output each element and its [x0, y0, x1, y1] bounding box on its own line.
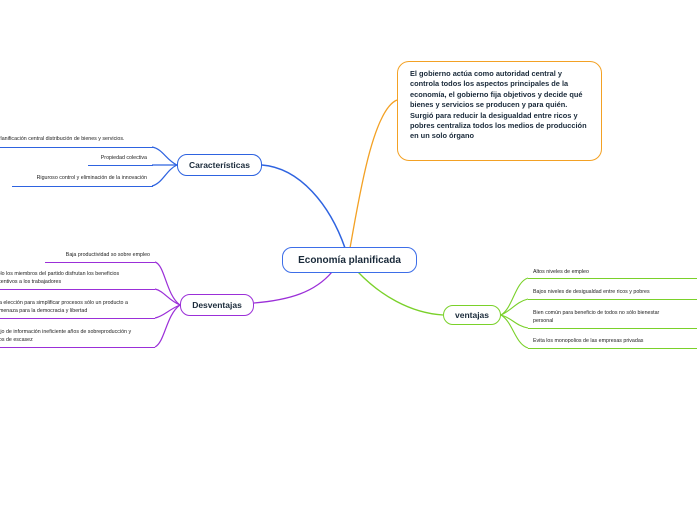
desventajas-label: Desventajas	[192, 300, 242, 310]
central-topic[interactable]: Economía planificada	[282, 247, 417, 273]
ventajas-topic[interactable]: ventajas	[443, 305, 501, 325]
desventajas-item-3-underline	[0, 318, 155, 319]
caracteristicas-item-1[interactable]: Planificación central distribución de bi…	[0, 136, 125, 142]
caracteristicas-topic[interactable]: Características	[177, 154, 262, 176]
desventajas-item-4-underline	[0, 347, 155, 348]
ventajas-item-1-underline	[528, 278, 697, 279]
link-desventajas-item-2	[154, 288, 181, 306]
caracteristicas-item-2[interactable]: Propiedad colectiva	[100, 155, 147, 161]
caracteristicas-item-2-underline	[88, 165, 153, 166]
desventajas-item-2[interactable]: Sólo los miembros del partido disfrutan …	[0, 271, 120, 285]
caracteristicas-item-3[interactable]: Riguroso control y eliminación de la inn…	[36, 175, 147, 181]
link-ventajas-item-1	[500, 277, 529, 316]
link-caracteristicas-item-3	[151, 164, 178, 187]
link-ventajas-item-3	[500, 314, 529, 329]
ventajas-item-4-underline	[528, 348, 697, 349]
link-desventajas-item-1	[154, 261, 181, 306]
ventajas-item-2[interactable]: Bajos niveles de desigualdad entre ricos…	[533, 289, 650, 295]
link-ventajas-item-2	[500, 298, 529, 316]
link-desventajas-item-4	[154, 304, 181, 348]
desventajas-item-2-underline	[0, 289, 155, 290]
ventajas-item-4[interactable]: Evita los monopolios de las empresas pri…	[533, 338, 644, 344]
ventajas-item-3[interactable]: Bien común para beneficio de todos no só…	[533, 310, 660, 324]
desventajas-item-3[interactable]: La elección para simplificar procesos só…	[0, 300, 128, 314]
caracteristicas-label: Características	[189, 160, 250, 170]
ventajas-item-3-underline	[528, 328, 697, 329]
ventajas-label: ventajas	[454, 310, 490, 320]
central-topic-label: Economía planificada	[298, 254, 401, 266]
link-central-desventajas	[253, 271, 333, 304]
desventajas-item-1[interactable]: Baja productividad so sobre empleo	[65, 252, 150, 258]
ventajas-item-1[interactable]: Altos niveles de empleo	[533, 269, 589, 275]
link-central-ventajas	[357, 271, 444, 316]
link-central-definicion	[349, 99, 398, 249]
caracteristicas-item-3-underline	[12, 186, 153, 187]
desventajas-topic[interactable]: Desventajas	[180, 294, 254, 316]
definition-topic[interactable]: El gobierno actúa como autoridad central…	[397, 61, 602, 161]
link-ventajas-item-4	[500, 314, 529, 349]
definition-text: El gobierno actúa como autoridad central…	[410, 69, 587, 141]
link-caracteristicas-item-1	[151, 146, 178, 166]
desventajas-item-1-underline	[45, 262, 155, 263]
ventajas-item-2-underline	[528, 299, 697, 300]
caracteristicas-item-1-underline	[0, 147, 153, 148]
link-desventajas-item-3	[154, 304, 181, 319]
desventajas-item-4[interactable]: Flujo de información ineficiente años de…	[0, 329, 132, 343]
link-central-caracteristicas	[261, 164, 346, 249]
